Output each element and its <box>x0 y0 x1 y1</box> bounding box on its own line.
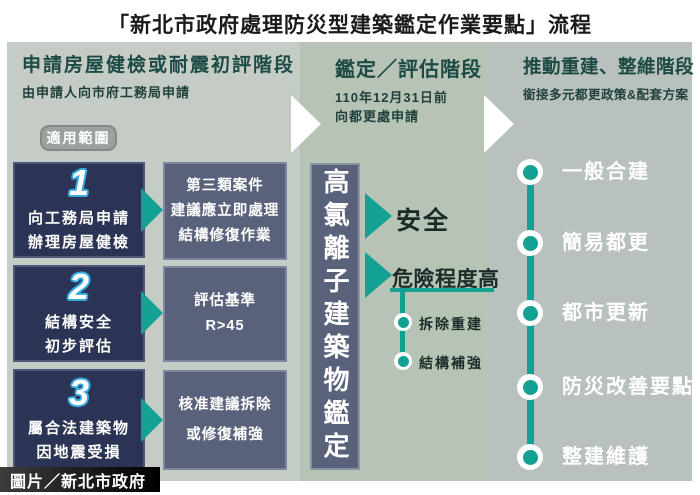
danger-option2-dot <box>397 355 409 367</box>
danger-option2-node-icon <box>394 352 412 370</box>
stage3-option3-dot <box>522 305 538 321</box>
stage3-option3-node-icon <box>517 300 543 326</box>
step2-box: 2 結構安全 初步評估 <box>13 265 145 362</box>
danger-outcome-label: 危險程度高 <box>392 268 500 291</box>
stage3-header: 推動重建、整維階段 <box>523 56 695 77</box>
stage3-option3-label: 都市更新 <box>562 302 650 324</box>
image-credit: 圖片／新北市政府 <box>0 467 161 492</box>
stage3-column-background <box>490 42 692 481</box>
stage3-option4-dot <box>522 379 538 395</box>
stage3-option2-dot <box>522 235 538 251</box>
step2-number: 2 <box>68 265 90 307</box>
stage2-subtitle: 110年12月31日前 向都更處申請 <box>335 88 448 126</box>
stage3-option2-label: 簡易都更 <box>562 232 650 254</box>
stage3-option5-dot <box>522 449 538 465</box>
stage3-option5-label: 整建維護 <box>562 446 650 468</box>
stage3-subtitle: 銜接多元都更政策&配套方案 <box>523 88 689 102</box>
stage2-header: 鑑定／評估階段 <box>335 59 482 81</box>
danger-option1-dot <box>397 316 409 328</box>
stage3-option1-dot <box>522 164 538 180</box>
result2-line2: R>45 <box>205 318 245 334</box>
danger-option1-label: 拆除重建 <box>419 316 483 332</box>
safe-outcome-label: 安全 <box>396 207 451 235</box>
stage3-option1-label: 一般合建 <box>562 161 650 183</box>
danger-underline <box>390 288 494 292</box>
result1-line3: 結構修復作業 <box>178 227 272 244</box>
danger-outcome-arrow-icon <box>365 252 392 298</box>
stage2-subtitle-line1: 110年12月31日前 <box>335 90 448 105</box>
step1-result-arrow-icon <box>141 188 163 232</box>
step1-line1: 向工務局申請 <box>27 210 130 227</box>
step2-result-box: 評估基準 R>45 <box>163 266 287 362</box>
stage2-to-stage3-arrow-icon <box>484 95 514 153</box>
step3-line2: 因地震受損 <box>36 443 122 461</box>
result3-line1: 核准建議拆除 <box>178 397 272 413</box>
step3-result-box: 核准建議拆除 或修復補強 <box>163 370 287 470</box>
step3-number: 3 <box>68 371 90 413</box>
step1-number: 1 <box>68 162 90 203</box>
stage3-option4-node-icon <box>517 374 543 400</box>
stage3-option1-node-icon <box>517 159 543 185</box>
scope-badge: 適用範圍 <box>40 125 117 151</box>
assessment-box: 高氯離子建築物鑑定 <box>310 163 360 470</box>
danger-option2-label: 結構補強 <box>419 355 483 371</box>
stage3-option4-label: 防災改善要點 <box>562 376 694 398</box>
step2-result-arrow-icon <box>141 291 163 335</box>
result1-line1: 第三類案件 <box>186 177 264 194</box>
step1-line2: 辦理房屋健檢 <box>27 234 130 251</box>
stage3-option2-node-icon <box>517 230 543 256</box>
stage3-option5-node-icon <box>517 444 543 470</box>
stage1-to-stage2-arrow-icon <box>291 95 321 153</box>
result3-line2: 或修復補強 <box>186 427 264 443</box>
danger-option1-node-icon <box>394 313 412 331</box>
result2-line1: 評估基準 <box>194 293 256 309</box>
result1-line2: 建議應立即處理 <box>170 202 280 219</box>
step3-line1: 屬合法建築物 <box>27 419 130 437</box>
page-title: 「新北市政府處理防災型建築鑑定作業要點」流程 <box>108 14 592 37</box>
step2-line1: 結構安全 <box>44 313 113 331</box>
step1-result-box: 第三類案件 建議應立即處理 結構修復作業 <box>163 162 287 260</box>
assessment-box-label: 高氯離子建築物鑑定 <box>320 168 350 465</box>
step1-box: 1 向工務局申請 辦理房屋健檢 <box>13 162 145 258</box>
step2-line2: 初步評估 <box>44 337 113 355</box>
stage1-subtitle: 由申請人向市府工務局申請 <box>22 85 191 100</box>
step3-result-arrow-icon <box>141 398 163 442</box>
stage2-subtitle-line2: 向都更處申請 <box>335 109 420 124</box>
safe-outcome-arrow-icon <box>365 193 392 239</box>
step3-box: 3 屬合法建築物 因地震受損 <box>13 369 145 470</box>
stage1-header: 申請房屋健檢或耐震初評階段 <box>22 55 296 76</box>
